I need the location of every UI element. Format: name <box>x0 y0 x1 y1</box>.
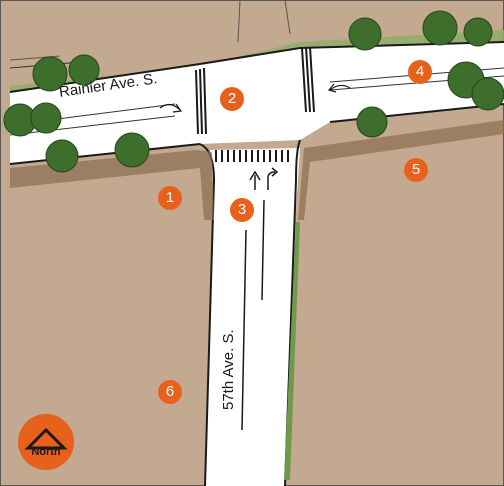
rainier-curb-north <box>9 41 504 93</box>
crosswalk-west <box>195 67 207 135</box>
rainier-curb-south-west <box>9 143 201 165</box>
trees-north <box>32 10 493 92</box>
corner-se-plaza <box>298 120 504 220</box>
arrow-eastbound-icon <box>327 83 351 93</box>
north-label: North <box>31 446 61 458</box>
street-label-57th: 57th Ave. S. <box>220 329 237 410</box>
arrow-right-turn-icon <box>267 167 279 190</box>
arrow-straight-left-icon <box>249 170 261 190</box>
marker-5: 5 <box>404 158 428 182</box>
marker-2: 2 <box>220 87 244 111</box>
parcel-line <box>284 0 291 35</box>
marker-6: 6 <box>158 380 182 404</box>
north-arrow-icon <box>18 414 74 470</box>
trees-south <box>3 61 504 173</box>
marker-3: 3 <box>230 198 254 222</box>
lane-line <box>9 115 176 136</box>
lane-line <box>261 199 265 301</box>
marker-4: 4 <box>408 60 432 84</box>
marker-1: 1 <box>158 186 182 210</box>
planting-strip-east <box>284 222 300 480</box>
fifty-seventh-roadway <box>205 148 300 486</box>
arrow-westbound-icon <box>159 103 183 113</box>
parcel-line <box>237 0 241 43</box>
fifty-seventh-curb-east <box>284 139 301 486</box>
crosswalk-east <box>301 46 315 113</box>
crosswalk-south <box>215 150 289 162</box>
lane-line <box>241 229 247 431</box>
